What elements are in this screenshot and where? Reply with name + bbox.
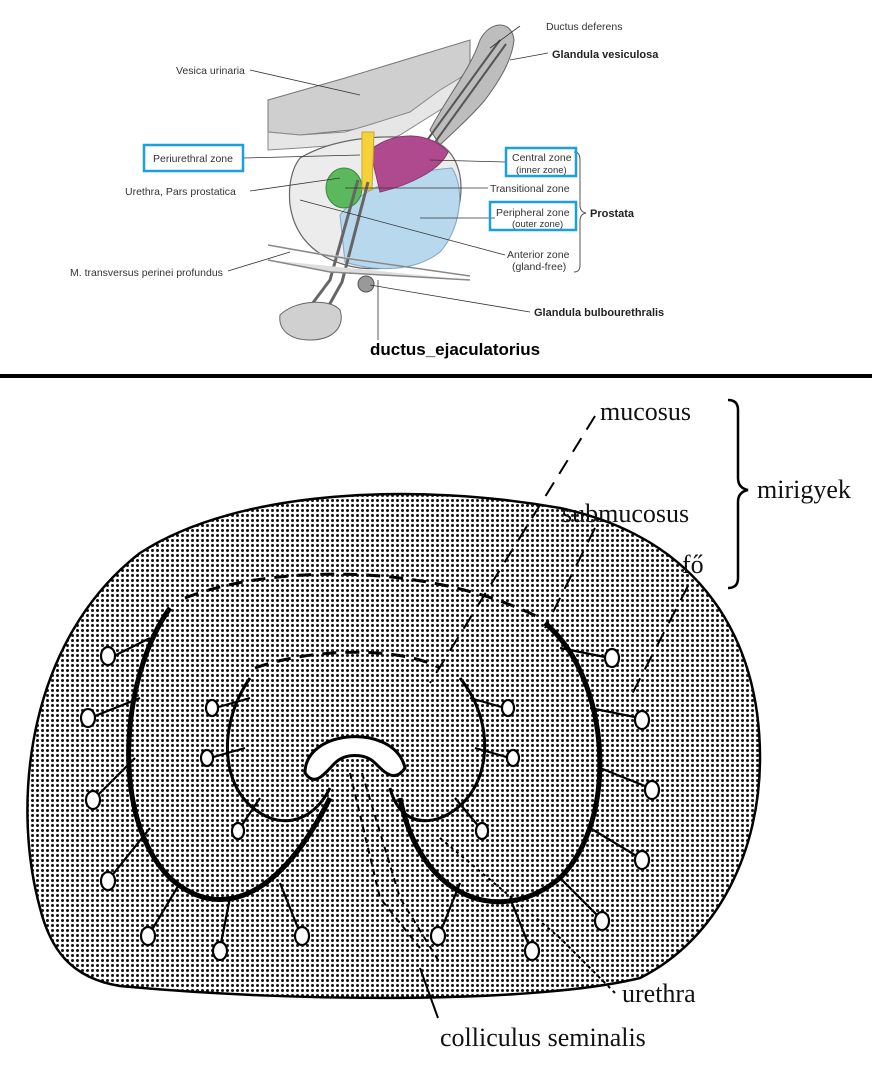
label-peripheral-zone: Peripheral zone [496,207,570,219]
periurethral-highlight-box [142,143,245,173]
glandula-vesiculosa-shape [429,24,515,146]
inner-left-duct-arc [225,677,332,823]
periurethral-zone-shape [361,131,375,191]
submucosal-dashed-line [254,650,441,670]
leader-lines [227,25,549,340]
label-transitional-zone: Transitional zone [490,183,570,195]
label-submucosus: submucosus [562,499,689,528]
label-anterior-zone-sub: (gland-free) [512,261,566,273]
main-glands-dashed-line [184,572,541,620]
left-duct-arc [126,606,333,903]
label-peripheral-zone-sub: (outer zone) [512,219,563,230]
central-zone-highlight-box [504,146,578,178]
mirigyek-brace [727,398,749,590]
bulb-shape [279,301,342,341]
label-fo: fő [682,550,704,579]
urethra-shape [303,735,407,781]
label-urethra-pars-prostatica: Urethra, Pars prostatica [125,186,236,198]
colliculus-ducts [349,772,441,964]
central-zone-shape [369,135,449,193]
label-central-zone: Central zone [512,152,572,164]
sagittal-prostate-figure: Ductus deferens Glandula vesiculosa Vesi… [0,0,872,374]
m-transversus-shape [267,244,471,281]
label-colliculus-seminalis: colliculus seminalis [440,1023,646,1052]
label-ductus-deferens: Ductus deferens [546,21,622,33]
prostata-brace [573,151,587,273]
ductus-deferens-shape [419,39,507,153]
peripheral-zone-highlight-box [488,200,578,232]
label-periurethral-zone: Periurethral zone [153,153,233,165]
label-leader-lines [419,415,689,1019]
inner-right-duct-arc [388,677,487,823]
panel-divider [0,374,872,378]
right-duct-arc [397,621,603,905]
label-urethra: urethra [622,979,696,1008]
cross-section-svg: mucosus submucosus fő mirigyek urethra c… [26,397,851,1052]
prostate-section-shape [26,492,762,1000]
label-glandula-vesiculosa: Glandula vesiculosa [552,49,659,61]
label-ductus-ejaculatorius: ductus_ejaculatorius [370,340,540,359]
label-central-zone-sub: (inner zone) [516,165,567,176]
sagittal-prostate-svg: Ductus deferens Glandula vesiculosa Vesi… [70,21,664,359]
label-glandula-bulbourethralis: Glandula bulbourethralis [534,307,664,319]
label-mirigyek: mirigyek [757,475,851,504]
label-mucosus: mucosus [600,397,691,426]
label-m-transversus: M. transversus perinei profundus [70,267,223,279]
gland-branches [79,637,661,962]
glandula-bulbourethralis-shape [357,275,375,293]
label-vesica-urinaria: Vesica urinaria [176,65,245,77]
cross-section-prostate-figure: mucosus submucosus fő mirigyek urethra c… [0,378,872,1078]
label-prostata: Prostata [590,208,635,220]
label-anterior-zone: Anterior zone [507,249,570,261]
